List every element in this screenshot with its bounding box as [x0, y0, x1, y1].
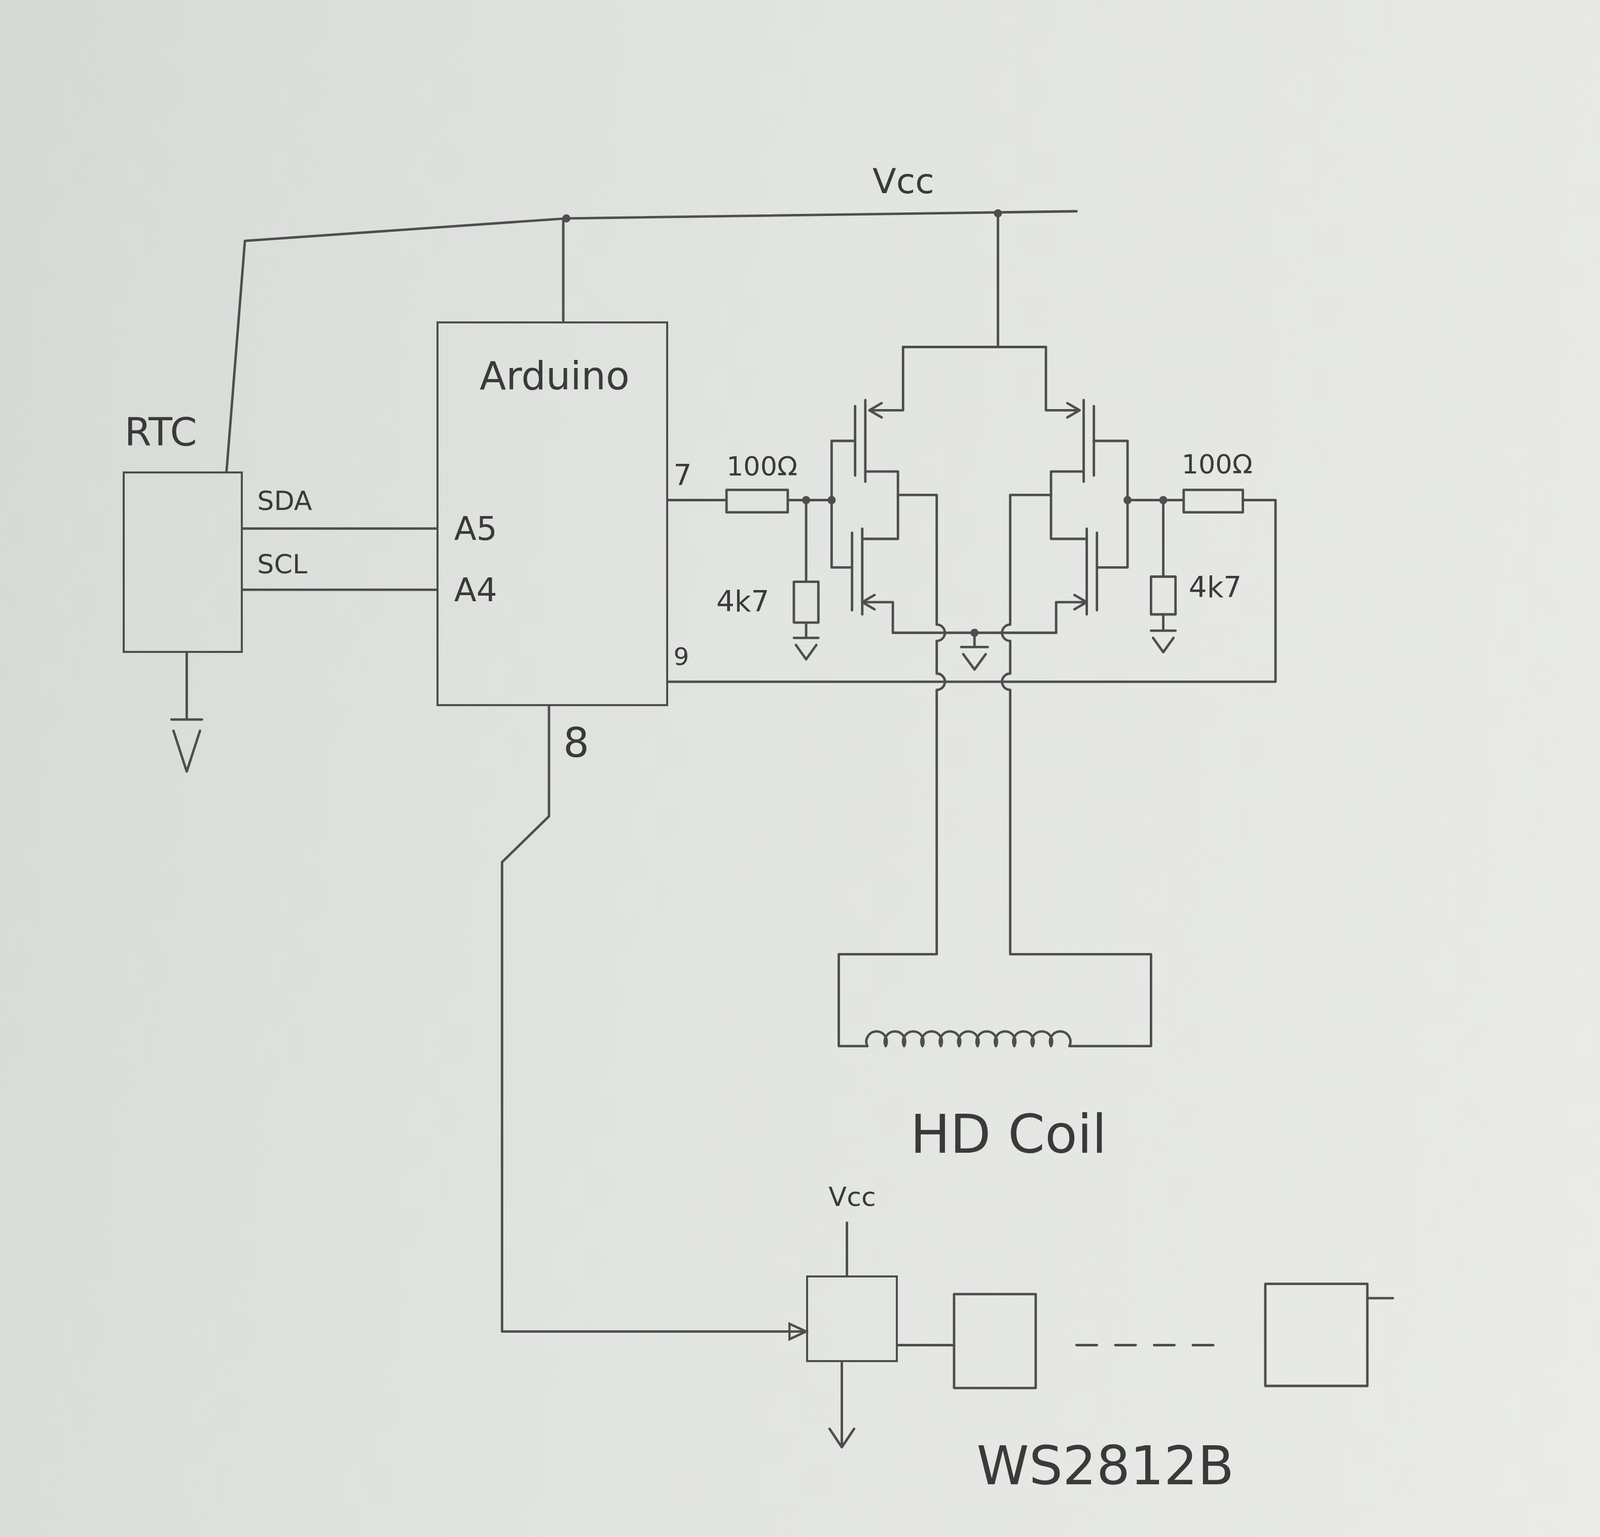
resistor-symbol: [1183, 489, 1244, 513]
resistor-value: 4k7: [1188, 571, 1242, 605]
junction-dot: [993, 209, 1002, 218]
pmos-transistor: [855, 347, 904, 496]
resistor-symbol: [793, 582, 819, 624]
nmos-transistor: [852, 494, 899, 633]
junction-dot: [802, 495, 811, 504]
junction-dot: [562, 214, 571, 223]
junction-dot: [970, 628, 979, 637]
signal-name: SDA: [257, 485, 312, 517]
coil-wire: [1002, 494, 1152, 1046]
junction-dot: [827, 495, 836, 504]
nmos-transistor: [1050, 494, 1098, 633]
vcc-rail: [226, 211, 1077, 472]
resistor-value: 100Ω: [726, 451, 798, 482]
wires-group: [171, 211, 1393, 1448]
pin-number: 9: [673, 642, 689, 672]
pin-name: A4: [454, 571, 498, 609]
led-symbol: [954, 1294, 1036, 1389]
arduino-supply-wire: [562, 218, 565, 322]
resistor-value: 4k7: [716, 585, 770, 619]
node-heading: Arduino: [479, 353, 630, 399]
junction-dots: [562, 209, 1168, 638]
resistor-symbol: [726, 489, 788, 513]
coil-component: HD Coil: [838, 949, 1151, 1051]
gate-wire: [1094, 441, 1164, 568]
junction-dot: [1158, 495, 1168, 504]
resistor-value: 100Ω: [1181, 449, 1253, 480]
bus-wire: [242, 588, 437, 592]
pin-wire: [668, 500, 1276, 682]
led-chain-wire: [897, 1343, 955, 1347]
led-chain-ellipsis: [1076, 1343, 1225, 1347]
resistor-symbol: [1150, 576, 1176, 615]
junction-dot: [1123, 495, 1132, 504]
coil-wire: [838, 494, 945, 1046]
supply-label: Vcc: [872, 161, 935, 202]
led-chain-wire: [1367, 1296, 1393, 1300]
ground-symbol: [892, 632, 1057, 670]
led-strip: WS2812B: [806, 1275, 898, 1363]
pull-down-wire: [1150, 500, 1176, 653]
bus-wire: [242, 527, 437, 530]
pin-number: 8: [563, 719, 590, 767]
bridge-supply-wire: [902, 213, 1046, 348]
led-power-wire: [829, 1222, 854, 1448]
ground-symbol: [171, 652, 202, 772]
signal-name: SCL: [257, 549, 308, 580]
gate-wire: [806, 441, 856, 568]
coil-winding: [866, 1031, 1071, 1047]
rtc-module: RTC: [122, 471, 244, 653]
supply-label: Vcc: [828, 1181, 876, 1213]
node-heading: WS2812B: [976, 1435, 1234, 1497]
node-heading: RTC: [124, 410, 198, 455]
led-symbol: [1265, 1284, 1368, 1387]
node-heading: HD Coil: [910, 1104, 1107, 1166]
pin-wire: [668, 500, 819, 660]
pin-name: A5: [454, 510, 498, 548]
pmos-transistor: [1045, 347, 1095, 496]
pin-number: 7: [673, 459, 692, 493]
signal-arrow: [501, 706, 807, 1332]
